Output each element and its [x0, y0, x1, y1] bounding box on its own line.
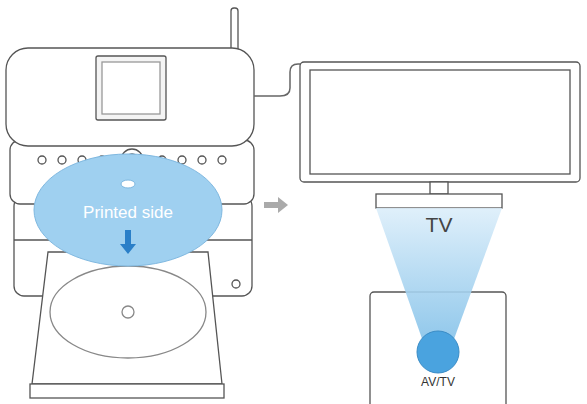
disc: Printed side: [34, 154, 222, 266]
micro-system: [6, 8, 254, 398]
button: [218, 156, 226, 164]
disc-tray: [32, 252, 222, 384]
button: [198, 156, 206, 164]
tv-base: [376, 194, 502, 208]
av-cable: [254, 64, 302, 96]
tv-neck: [430, 182, 448, 194]
insert-arrow: [120, 230, 136, 254]
node-text: Printed side: [34, 204, 222, 223]
tv-frame: [300, 62, 580, 182]
av-tv-button: AV/TV: [398, 330, 478, 400]
disc-body: [34, 154, 222, 266]
tv-screen: [310, 70, 570, 174]
button-circle: [417, 331, 459, 373]
tray-front: [30, 384, 224, 398]
top-unit: [6, 48, 254, 146]
tray-spindle: [122, 306, 134, 318]
button: [58, 156, 66, 164]
tv-set: [300, 62, 580, 208]
direction-arrow: [264, 197, 288, 213]
ir-beam: [376, 208, 502, 350]
body-button: [232, 280, 240, 288]
node-text: AV/TV: [398, 376, 478, 389]
button: [38, 156, 46, 164]
tv-label: TV: [426, 213, 453, 237]
display-inner: [102, 62, 160, 114]
tray-recess: [50, 266, 206, 358]
av-tv-button-shape: [398, 330, 478, 400]
display-screen: [96, 56, 166, 120]
disc-hole: [121, 180, 135, 188]
